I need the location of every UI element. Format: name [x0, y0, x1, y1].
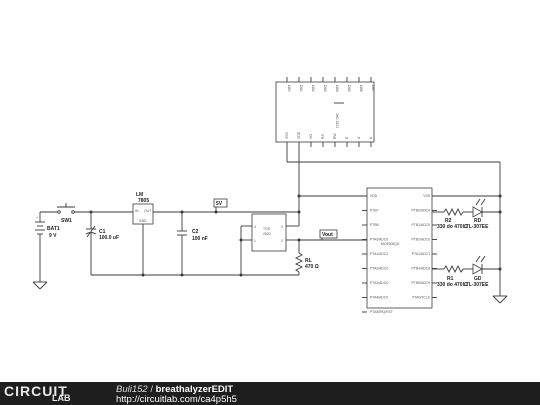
- footer-bar: CIRCUIT LAB Buli152 / breathalyzerEDIT h…: [0, 382, 540, 405]
- led-gd-label: GD: [474, 276, 482, 282]
- r1-label: R1: [447, 276, 454, 282]
- svg-text:+: +: [36, 216, 38, 220]
- lm-label: LM: [136, 192, 143, 198]
- mcu-pin-label: VDD: [370, 194, 378, 198]
- led-rd[interactable]: RD LTL-307EE: [463, 198, 500, 230]
- svg-text:4: 4: [254, 225, 256, 229]
- lcd-pin-label: RW: [333, 133, 337, 139]
- lcd-pin-label: VDD: [297, 131, 301, 139]
- resistor-r1[interactable]: R1 330 do 470 Ω: [432, 264, 473, 288]
- capacitor-c1[interactable]: C1 100.0 uF: [85, 212, 119, 275]
- led-rd-part: LTL-307EE: [463, 224, 489, 230]
- lcd-pin-label: A: [357, 136, 361, 139]
- mcu-pin-label: PTA4/ADC0: [370, 296, 388, 300]
- mcu-pin-label: PTA3/ADC0: [370, 281, 388, 285]
- resistor-rl[interactable]: RL 470 Ω: [294, 240, 319, 275]
- lcd-pin-label: DB2: [311, 85, 315, 92]
- svg-text:5V: 5V: [216, 201, 223, 207]
- author-name[interactable]: Buli152: [116, 384, 148, 395]
- gas-sensor-tgs2620[interactable]: TGS 2620 4 1 3 2: [239, 213, 300, 275]
- mcu-pin-label: PTB4/ADC8: [412, 267, 431, 271]
- sw1-label: SW1: [61, 218, 72, 224]
- svg-text:OUT: OUT: [144, 209, 151, 213]
- battery-bat1[interactable]: + BAT1 9 V: [35, 212, 60, 282]
- microcontroller-mc9s08qg[interactable]: MC9S08QG VDDPTB7PTB6PTA0/ADC0PTA1/ADC2PT…: [362, 187, 437, 314]
- regulator-lm7805[interactable]: IN OUT GND LM 7805: [132, 192, 154, 275]
- mcu-pin-label: PTA0/TCLK: [412, 296, 431, 300]
- lcd-pin-label: DB6: [359, 85, 363, 92]
- mcu-pin-label: PTB7: [370, 209, 379, 213]
- r2-label: R2: [445, 218, 452, 224]
- mcu-name: MC9S08QG: [381, 242, 400, 246]
- lcd-pin-label: VSS: [285, 131, 289, 139]
- rl-label: RL: [305, 258, 312, 264]
- lcd-pin-label: K: [369, 136, 373, 139]
- mcu-pin-label: PTB2/ADC6: [412, 238, 431, 242]
- capacitor-c2[interactable]: C2 100 nF: [177, 212, 208, 275]
- svg-text:2620: 2620: [263, 232, 271, 236]
- net-tag-5v[interactable]: 5V: [213, 198, 228, 212]
- lcd-pin-label: VO: [309, 134, 313, 139]
- svg-text:GND: GND: [139, 219, 147, 223]
- mcu-pin-label: PTB6: [370, 223, 379, 227]
- c1-value: 100.0 uF: [99, 235, 119, 241]
- lcd-pin-label: DB3: [323, 85, 327, 92]
- mcu-pin-label: PTA5/IRQ/RST: [370, 310, 393, 314]
- ground-symbol-right: [492, 295, 508, 304]
- mcu-pin-label: PTB5/ADC9: [412, 281, 431, 285]
- mcu-pin-label: PTB0/ADC4: [412, 209, 431, 213]
- lcd-name: JHD 1602: [335, 113, 339, 128]
- c2-label: C2: [192, 229, 199, 235]
- mcu-pin-label: PTA1/ADC2: [370, 252, 388, 256]
- mcu-pin-label: PTB1/ADC5: [412, 223, 431, 227]
- lcd-pin-label: DB1: [299, 85, 303, 92]
- c1-label: C1: [99, 229, 106, 235]
- mcu-pin-label: VSS: [423, 194, 431, 198]
- lcd-display[interactable]: JHD 1602 DB0 DB1 DB2 DB3 DB4 DB5 DB6 DB7 VSS VDD…: [275, 77, 375, 147]
- svg-text:TGS: TGS: [263, 227, 271, 231]
- schematic-canvas: JHD 1602 DB0 DB1 DB2 DB3 DB4 DB5 DB6 DB7 VSS VDD…: [32, 77, 508, 314]
- lcd-pin-label: DB0: [287, 85, 291, 92]
- svg-text:Vout: Vout: [322, 232, 333, 238]
- mcu-pin-label: PTA0/ADC0: [370, 238, 388, 242]
- svg-text:2: 2: [281, 239, 283, 243]
- svg-text:3: 3: [281, 225, 283, 229]
- led-rd-label: RD: [474, 218, 482, 224]
- c2-value: 100 nF: [192, 236, 208, 242]
- bat1-value: 9 V: [49, 233, 57, 239]
- r1-value: 330 do 470 Ω: [437, 282, 468, 288]
- led-gd[interactable]: GD LTL-307EE: [463, 255, 500, 288]
- mcu-pin-label: PTA2/ADC0: [370, 267, 388, 271]
- lcd-pin-label: DB4: [335, 85, 339, 92]
- lcd-pin-label: E: [345, 136, 349, 139]
- led-gd-part: LTL-307EE: [463, 282, 489, 288]
- svg-text:1: 1: [254, 239, 256, 243]
- lcd-pin-label: DB7: [371, 85, 375, 92]
- r2-value: 330 do 470 Ω: [437, 224, 468, 230]
- ground-symbol-left: [32, 281, 48, 290]
- circuit-title-line: Buli152 / breathalyzerEDIT: [116, 384, 234, 395]
- circuit-url-link[interactable]: http://circuitlab.com/ca4p5h5: [116, 394, 237, 405]
- lcd-pin-label: RS: [321, 134, 325, 139]
- net-tag-vout[interactable]: Vout: [299, 229, 367, 241]
- circuitlab-logo[interactable]: CIRCUIT LAB: [4, 383, 71, 403]
- lm-part: 7805: [138, 198, 149, 204]
- switch-sw1[interactable]: SW1: [57, 203, 75, 224]
- lcd-pin-label: DB5: [347, 85, 351, 92]
- rl-value: 470 Ω: [305, 264, 319, 270]
- bat1-label: BAT1: [47, 226, 60, 232]
- svg-text:IN: IN: [135, 209, 139, 213]
- circuit-title: breathalyzerEDIT: [155, 384, 234, 395]
- resistor-r2[interactable]: R2 330 do 470 Ω: [432, 207, 473, 230]
- mcu-pin-label: PTA1/ADC1: [412, 252, 430, 256]
